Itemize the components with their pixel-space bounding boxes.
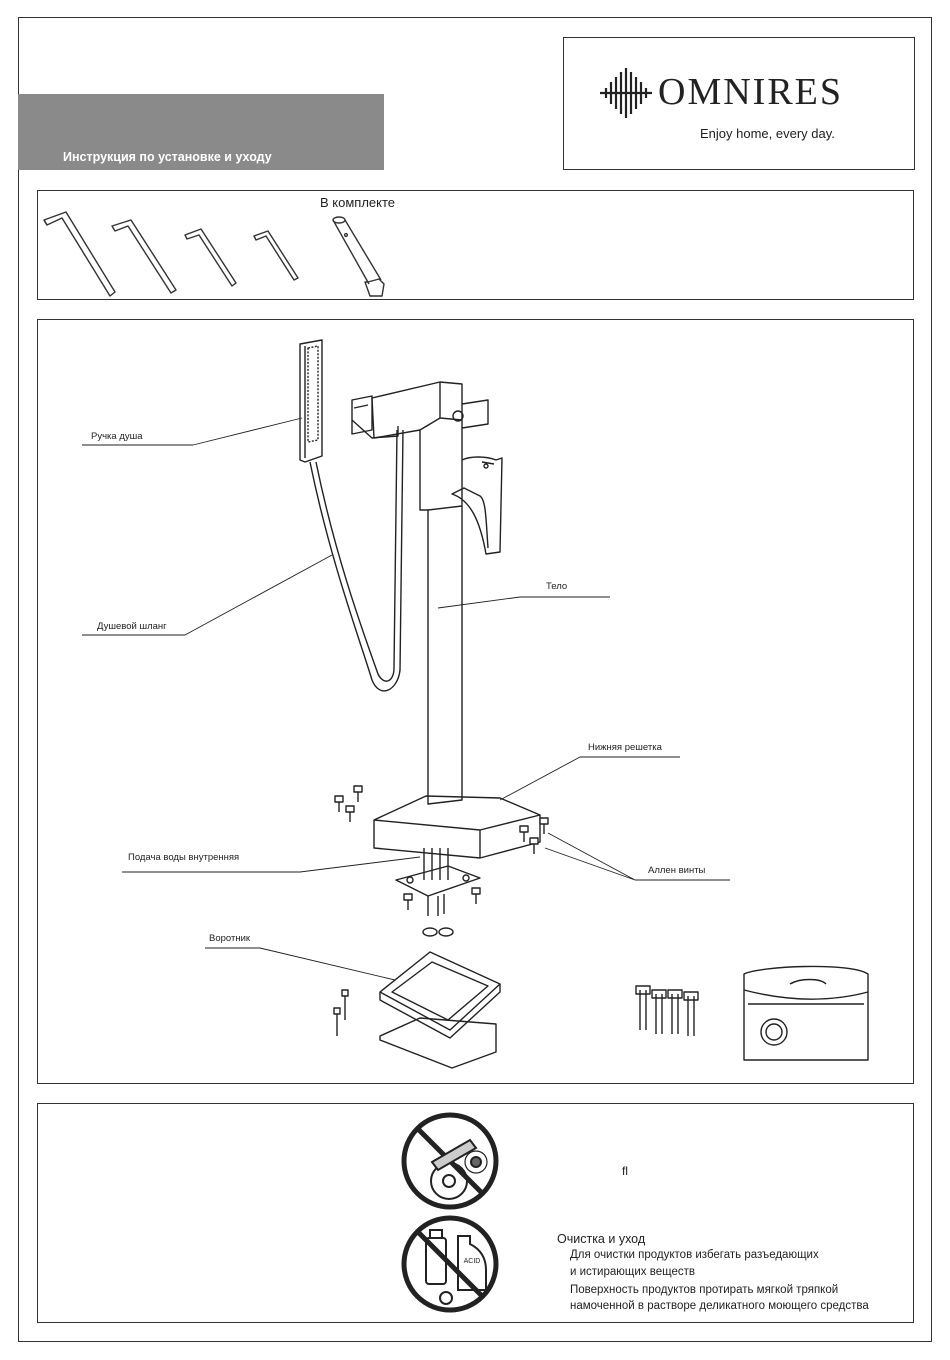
label-shower-handle: Ручка душа [91, 431, 143, 442]
label-collar: Воротник [209, 933, 251, 944]
wrench-tube-icon [332, 216, 385, 297]
page-title: Инструкция по установке и уходу [63, 150, 272, 164]
care-line-3: Поверхность продуктов протирать мягкой т… [570, 1284, 839, 1296]
brand-box [563, 37, 915, 170]
shower-handle-icon [299, 339, 323, 463]
label-water-supply: Подача воды внутренняя [128, 852, 240, 863]
wall-anchors-icon [635, 985, 699, 1036]
label-bottom-grille: Нижняя решетка [588, 742, 662, 753]
allen-key-small-icon [184, 228, 237, 287]
label-body: Тело [546, 581, 568, 592]
faucet-body-icon [351, 381, 503, 805]
water-supply-icon [395, 848, 481, 937]
bottom-grille-icon [373, 795, 541, 859]
brand-name: OMNIRES [658, 71, 844, 113]
care-line-1: Для очистки продуктов избегать разъедающ… [570, 1249, 819, 1261]
header-bar [18, 94, 384, 170]
acid-label: ACID [464, 1258, 481, 1265]
no-acid-chemicals-icon [401, 1215, 499, 1313]
collar-bolts-icon [333, 989, 349, 1036]
brand-tagline: Enjoy home, every day. [700, 126, 835, 141]
label-shower-hose: Душевой шланг [97, 621, 167, 632]
care-title: Очистка и уход [557, 1232, 646, 1246]
shower-hose-icon [309, 429, 404, 692]
kit-title: В комплекте [320, 195, 396, 210]
allen-screws-icon [334, 785, 549, 910]
stray-glyph: ﬂ [622, 1164, 628, 1178]
callout-lines [82, 417, 730, 981]
kit-box [37, 190, 914, 300]
page-frame [18, 17, 932, 1342]
care-box [37, 1103, 914, 1323]
care-line-2: и истирающих веществ [570, 1266, 695, 1278]
mounting-box-icon [743, 965, 869, 1061]
diagram-box [37, 319, 914, 1084]
allen-key-medium-icon [111, 219, 177, 294]
care-line-4: намоченной в растворе деликатного моющег… [570, 1300, 869, 1312]
label-allen-screws: Аллен винты [648, 865, 706, 876]
no-abrasive-tools-icon [401, 1112, 499, 1210]
allen-key-tiny-icon [253, 230, 299, 281]
allen-key-large-icon [43, 211, 116, 297]
collar-icon [379, 951, 501, 1069]
